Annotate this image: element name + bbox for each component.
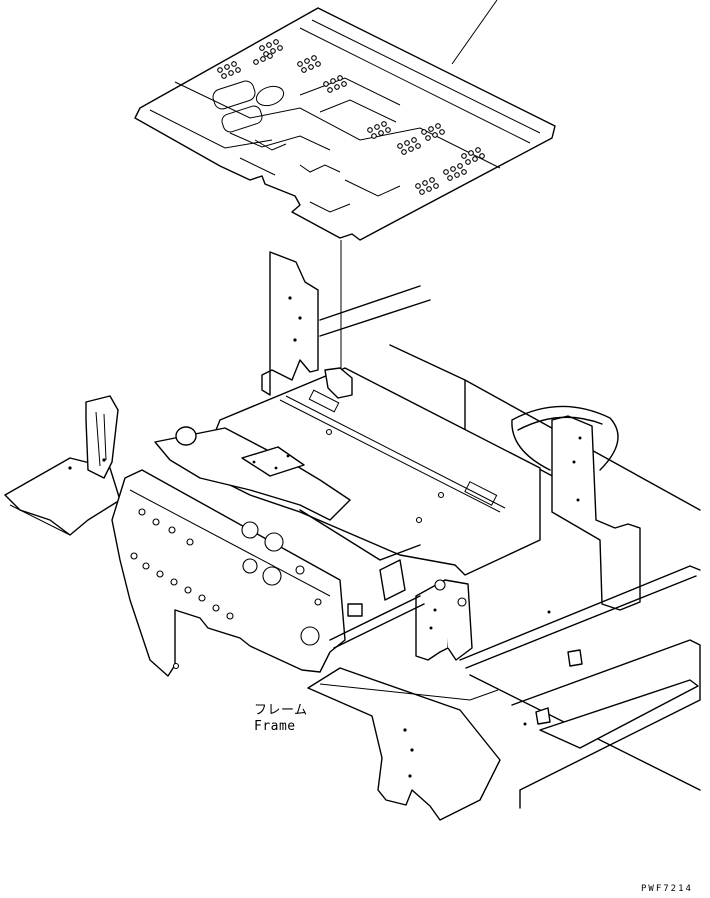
leader-line (451, 0, 498, 65)
side-plate-holes (130, 508, 322, 670)
mat-hole-pattern (217, 39, 485, 195)
floor-mat (134, 7, 556, 241)
frame-assembly (4, 251, 701, 821)
drawing-code: PWF7214 (641, 884, 693, 894)
part-label-japanese: フレーム (254, 703, 308, 718)
part-label-english: Frame (254, 719, 296, 734)
